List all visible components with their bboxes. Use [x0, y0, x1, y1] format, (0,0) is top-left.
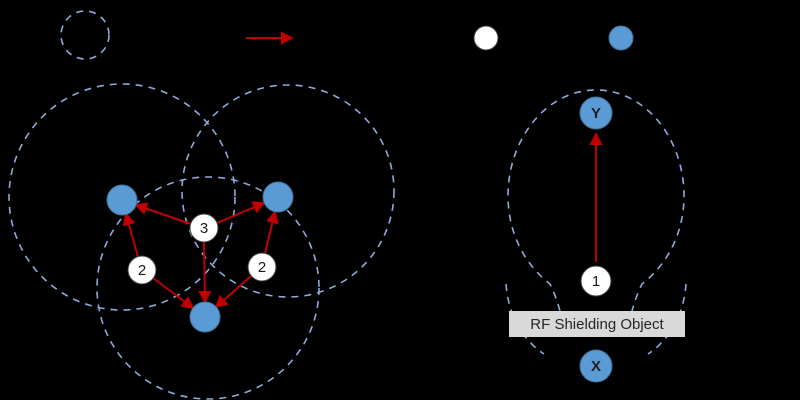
arrow-badge3-to-node-c	[198, 241, 212, 304]
count-badge-left-label: 2	[138, 262, 146, 279]
shield-label: RF Shielding Object	[530, 316, 664, 333]
left-node-group	[106, 181, 294, 333]
count-badge-right-label: 2	[258, 259, 266, 276]
range-circle-bottom	[96, 176, 320, 400]
count-badge-center	[189, 213, 219, 243]
node-y	[579, 96, 613, 130]
legend-count-circle-icon	[473, 25, 499, 51]
arrow-badge2r-to-node-b	[264, 210, 279, 254]
legend-node-circle-icon	[608, 25, 634, 51]
arrow-badge2l-to-node-c	[152, 277, 195, 310]
range-circle-right	[181, 84, 395, 298]
node-x	[579, 349, 613, 383]
arrow-badge3-to-node-a	[134, 202, 192, 225]
left-badge-group: 3 2 2	[127, 213, 277, 285]
count-badge-center-label: 3	[200, 220, 208, 237]
node-x-label: X	[591, 358, 601, 375]
node-c	[189, 301, 221, 333]
range-circle-left	[8, 83, 236, 311]
node-b	[262, 181, 294, 213]
left-range-group	[8, 83, 395, 400]
left-arrow-group	[122, 201, 279, 310]
shield-label-box	[509, 311, 685, 337]
count-badge-1	[580, 265, 612, 297]
legend-range-circle-icon	[60, 10, 110, 60]
node-a	[106, 184, 138, 216]
count-badge-right	[247, 252, 277, 282]
node-y-label: Y	[591, 105, 601, 122]
coverage-outline	[507, 89, 685, 337]
count-badge-left	[127, 255, 157, 285]
arrow-badge3-to-node-b	[216, 201, 266, 224]
arrow-badge2r-to-node-c	[214, 275, 252, 309]
arrow-badge2l-to-node-a	[122, 212, 139, 258]
count-badge-1-label: 1	[592, 273, 600, 290]
